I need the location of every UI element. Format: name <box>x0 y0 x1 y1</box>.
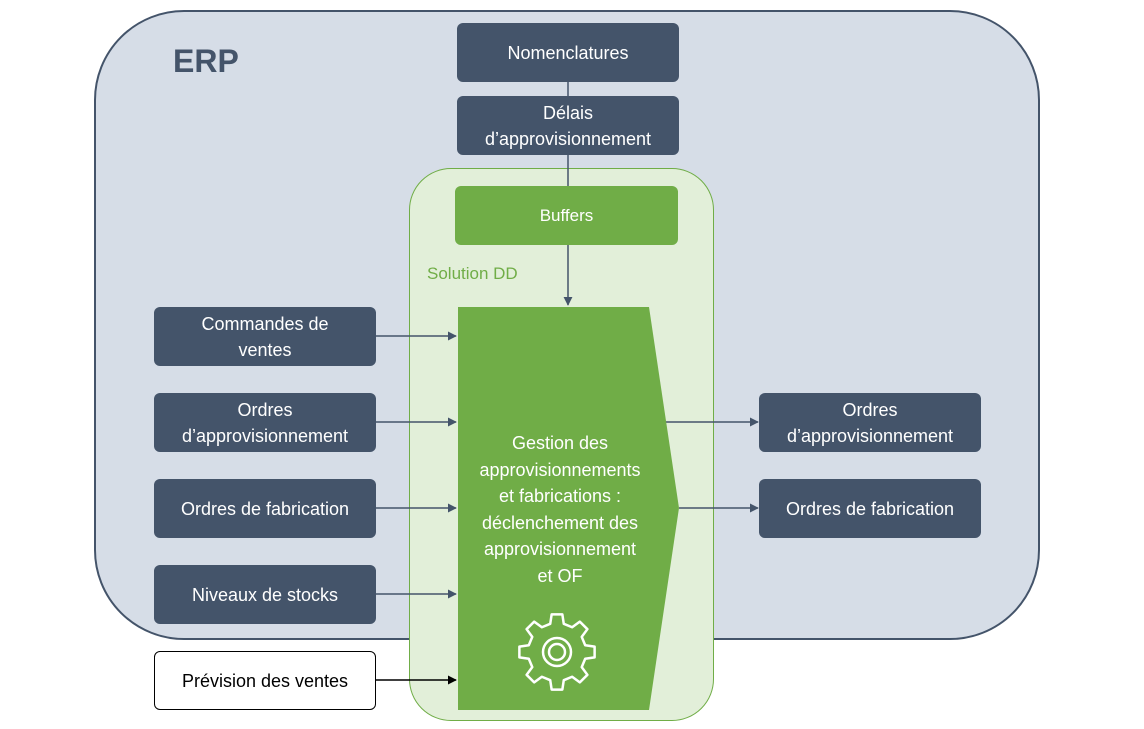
input-ordres-appro-box: Ordres d’approvisionnement <box>154 393 376 452</box>
process-description: Gestion des approvisionnements et fabric… <box>460 430 660 589</box>
output-ordres-fabrication-label: Ordres de fabrication <box>785 498 955 519</box>
gear-outline <box>518 613 596 691</box>
output-ordres-appro-line1: Ordres <box>842 399 898 420</box>
input-niveaux-stocks-label: Niveaux de stocks <box>191 584 339 605</box>
output-ordres-fabrication-box: Ordres de fabrication <box>759 479 981 538</box>
input-ordres-appro-line1: Ordres <box>237 399 293 420</box>
process-line: approvisionnement <box>483 539 637 559</box>
process-line: déclenchement des <box>481 512 639 533</box>
process-line: approvisionnements <box>479 459 641 480</box>
process-line: Gestion des <box>511 433 609 453</box>
buffers-box: Buffers <box>455 186 678 245</box>
input-ordres-fabrication-label: Ordres de fabrication <box>180 498 350 519</box>
erp-label: ERP <box>173 43 239 79</box>
prevision-ventes-box: Prévision des ventes <box>154 651 376 710</box>
input-ordres-fabrication-box: Ordres de fabrication <box>154 479 376 538</box>
input-commandes-box: Commandes de ventes <box>154 307 376 366</box>
nomenclatures-label: Nomenclatures <box>507 42 629 63</box>
nomenclatures-box: Nomenclatures <box>457 23 679 82</box>
delais-label-line1: Délais <box>542 102 594 123</box>
input-niveaux-stocks-box: Niveaux de stocks <box>154 565 376 624</box>
input-ordres-appro-line2: d’approvisionnement <box>181 425 349 446</box>
process-line: et fabrications : <box>498 486 622 506</box>
output-ordres-appro-box: Ordres d’approvisionnement <box>759 393 981 452</box>
input-commandes-line2: ventes <box>238 339 292 360</box>
process-line: et OF <box>537 565 583 586</box>
delais-box: Délais d’approvisionnement <box>457 96 679 155</box>
input-commandes-line1: Commandes de <box>201 313 329 334</box>
delais-label-line2: d’approvisionnement <box>484 128 652 149</box>
output-ordres-appro-line2: d’approvisionnement <box>786 425 954 446</box>
process-shape <box>458 307 679 710</box>
solution-dd-label: Solution DD <box>427 264 518 283</box>
prevision-ventes-label: Prévision des ventes <box>181 670 349 691</box>
gear-icon <box>518 613 596 691</box>
buffers-label: Buffers <box>539 205 594 225</box>
